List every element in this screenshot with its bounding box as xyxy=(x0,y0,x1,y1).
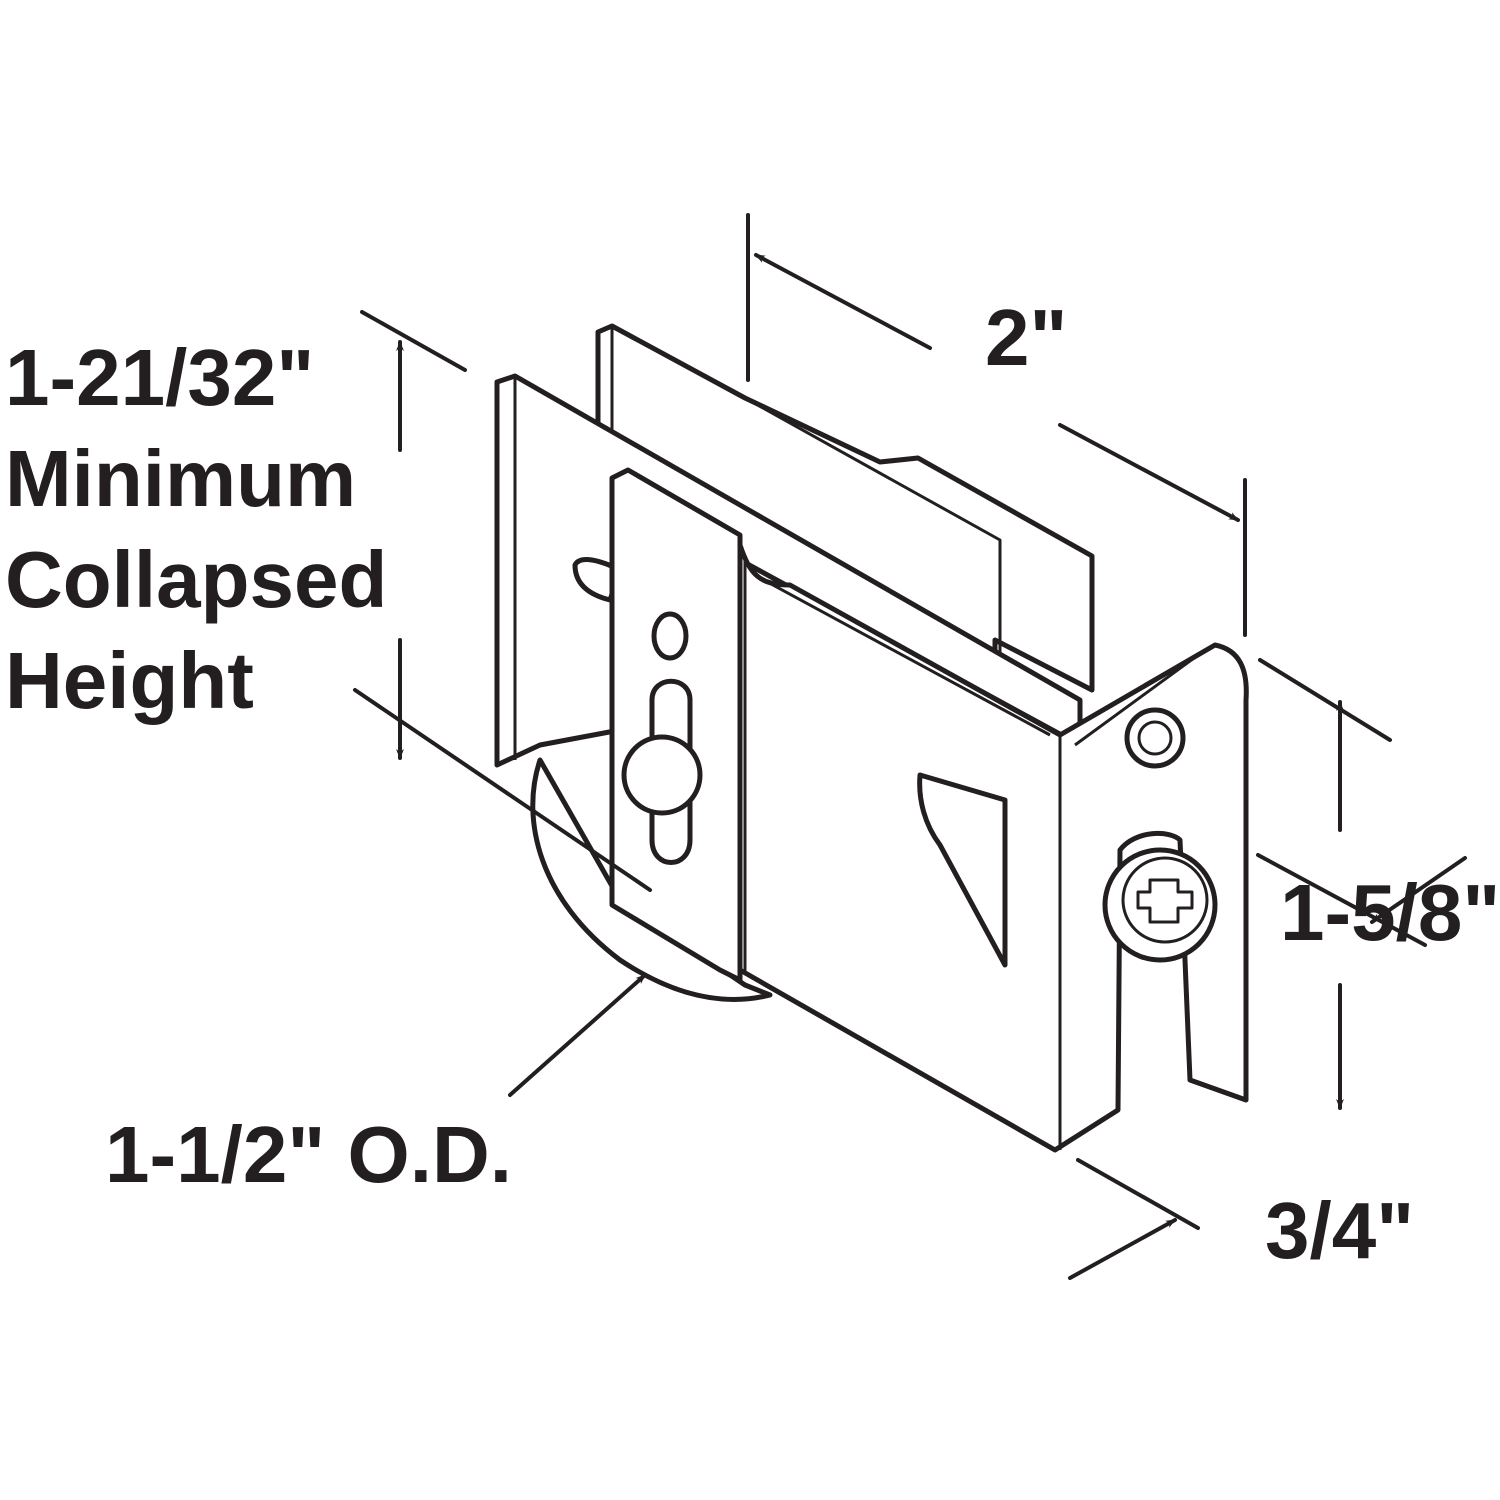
label-length: 2" xyxy=(985,293,1067,382)
phillips-icon xyxy=(1136,878,1194,924)
wheel xyxy=(530,757,773,1002)
adjuster-button xyxy=(621,734,703,816)
label-collapsed-height-value: 1-21/32" xyxy=(5,333,314,422)
dimension-height xyxy=(1256,658,1427,1110)
dimension-length xyxy=(746,213,1247,637)
label-width: 3/4" xyxy=(1265,1186,1414,1275)
label-wheel-diameter: 1-1/2" O.D. xyxy=(105,1110,512,1199)
threaded-hole xyxy=(1124,707,1186,769)
dimension-width xyxy=(1068,856,1467,1280)
adjuster-hole xyxy=(651,611,689,661)
label-collapsed-height-line3: Height xyxy=(5,636,254,725)
dimension-wheel-leader xyxy=(508,973,647,1097)
label-collapsed-height-line1: Minimum xyxy=(5,434,356,523)
label-collapsed-height-line2: Collapsed xyxy=(5,535,387,624)
label-height: 1-5/8" xyxy=(1280,868,1500,957)
dimension-collapsed-height xyxy=(353,310,652,892)
screw-head xyxy=(1102,847,1218,963)
tab xyxy=(917,772,1008,968)
